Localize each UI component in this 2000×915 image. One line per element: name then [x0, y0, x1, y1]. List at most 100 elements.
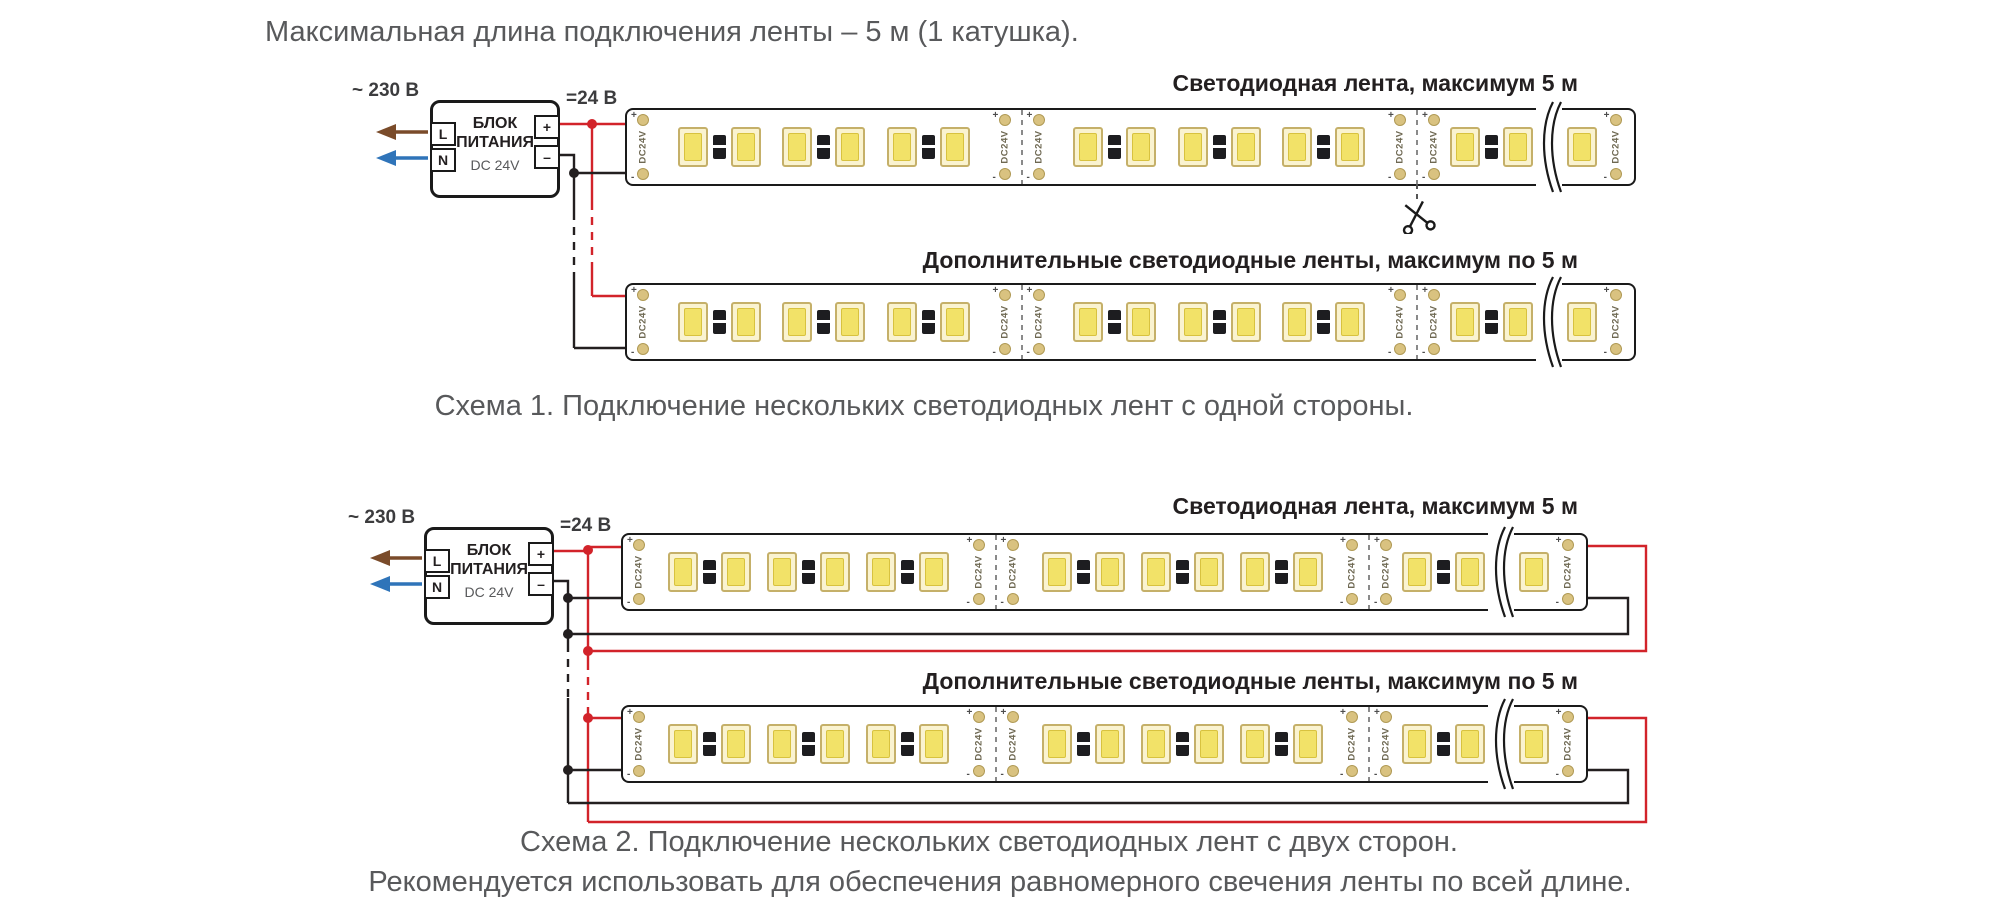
solder-pad — [1394, 114, 1406, 126]
led-die — [841, 308, 860, 336]
led-chip — [1292, 552, 1323, 592]
resistor — [1212, 310, 1226, 334]
led-strip-main: +DC24V-+DC24V-+DC24V-+DC24V-+DC24V-+DC24… — [625, 101, 1636, 234]
led-group — [677, 127, 761, 167]
led-group — [1239, 724, 1323, 764]
pad-voltage-label: DC24V — [1007, 555, 1018, 589]
strip-tail-segment: +DC24V- — [1418, 110, 1536, 184]
solder-pad-column: +DC24V- — [1339, 535, 1365, 609]
led-die — [826, 730, 845, 758]
strip-segment: +DC24V-+DC24V- — [627, 285, 1021, 359]
plus-mark: + — [1555, 535, 1562, 546]
led-chip — [668, 724, 699, 764]
pad-voltage-label: DC24V — [1610, 130, 1622, 164]
resistor — [1108, 310, 1122, 334]
solder-pad — [637, 289, 649, 301]
led-chip — [1402, 552, 1432, 592]
mains-voltage-label: ~ 230 В — [352, 80, 420, 101]
solder-pad — [1609, 343, 1622, 355]
led-group — [1177, 302, 1261, 342]
strip-end-piece: +DC24V- — [1514, 533, 1588, 611]
page-title: Максимальная длина подключения ленты – 5… — [265, 16, 1079, 48]
led-die — [1236, 133, 1255, 161]
led-group — [1140, 552, 1224, 592]
solder-pad — [1394, 343, 1406, 355]
solder-pad-column: +DC24V- — [630, 110, 656, 184]
led-die — [683, 133, 702, 161]
led-die — [1236, 308, 1255, 336]
solder-pad — [1394, 168, 1406, 180]
junction-dot — [583, 646, 593, 656]
plus-mark: + — [1555, 707, 1562, 718]
strip-segment: +DC24V-+DC24V- — [627, 110, 1021, 184]
strip-segment: +DC24V-+DC24V- — [1023, 285, 1417, 359]
strip-segment: +DC24V-+DC24V- — [997, 535, 1369, 609]
solder-pad-column: +DC24V- — [1026, 110, 1052, 184]
led-die — [925, 558, 944, 586]
led-chip — [919, 724, 950, 764]
resistor — [712, 310, 726, 334]
solder-pad-column: +DC24V- — [966, 535, 992, 609]
solder-pad — [1006, 593, 1019, 605]
led-group — [1402, 724, 1485, 764]
minus-mark: - — [1388, 172, 1392, 183]
neutral-wire-arrow — [376, 150, 396, 166]
solder-pad-column: +DC24V- — [1373, 535, 1399, 609]
psu-terminal-plus: + — [534, 115, 560, 139]
scheme1-dc-wires — [556, 119, 630, 350]
minus-mark: - — [966, 597, 970, 608]
live-wire-arrow — [376, 124, 396, 140]
psu-terminal-n: N — [430, 148, 456, 172]
led-group — [1282, 127, 1366, 167]
resistor — [1274, 732, 1288, 756]
led-chip — [1094, 552, 1125, 592]
led-chip — [1140, 724, 1171, 764]
solder-pad — [633, 539, 645, 551]
plus-mark: + — [1000, 535, 1007, 546]
break-curves — [1494, 526, 1514, 618]
scheme1-caption: Схема 1. Подключение нескольких светодио… — [434, 390, 1414, 422]
led-die — [1245, 730, 1264, 758]
solder-pad — [1346, 539, 1358, 551]
strip-body: +DC24V-+DC24V-+DC24V-+DC24V-+DC24V- — [621, 705, 1488, 783]
pad-voltage-label: DC24V — [1394, 130, 1406, 164]
minus-mark: - — [1374, 597, 1378, 608]
solder-pad-column: +DC24V- — [992, 285, 1018, 359]
led-group — [1177, 127, 1261, 167]
scheme2-caption: Схема 2. Подключение нескольких светодио… — [520, 826, 1458, 858]
solder-pad-column: +DC24V- — [1000, 535, 1026, 609]
led-chip — [919, 552, 950, 592]
strip-cut-line — [1020, 110, 1023, 184]
solder-pad-column: +DC24V- — [626, 535, 652, 609]
led-group — [1041, 724, 1125, 764]
led-die — [1525, 730, 1544, 758]
led-chip — [1177, 302, 1208, 342]
led-chip — [1335, 127, 1366, 167]
plus-mark: + — [992, 110, 999, 121]
strip-break-mark — [1536, 276, 1562, 368]
solder-pad — [1609, 168, 1622, 180]
solder-pad — [1561, 539, 1574, 551]
minus-mark: - — [1026, 172, 1030, 183]
led-chip — [677, 127, 708, 167]
resistor — [1175, 560, 1189, 584]
psu-terminal-n: N — [424, 575, 450, 599]
led-die — [674, 558, 693, 586]
solder-pad-column: +DC24V- — [1603, 285, 1629, 359]
solder-pad — [1394, 289, 1406, 301]
led-die — [1047, 730, 1066, 758]
pad-voltage-label: DC24V — [633, 555, 645, 589]
resistor — [703, 732, 717, 756]
led-group — [886, 302, 970, 342]
psu-name-line1: БЛОК — [466, 542, 512, 559]
strip-cut-line — [994, 535, 997, 609]
led-group — [1140, 724, 1224, 764]
solder-pad — [1380, 765, 1392, 777]
led-chip — [1292, 724, 1323, 764]
solder-pad — [1032, 343, 1045, 355]
solder-pad — [633, 593, 645, 605]
pad-voltage-label: DC24V — [1394, 305, 1406, 339]
minus-mark: - — [1374, 769, 1378, 780]
minus-mark: - — [1000, 597, 1004, 608]
plus-mark: + — [627, 707, 633, 718]
